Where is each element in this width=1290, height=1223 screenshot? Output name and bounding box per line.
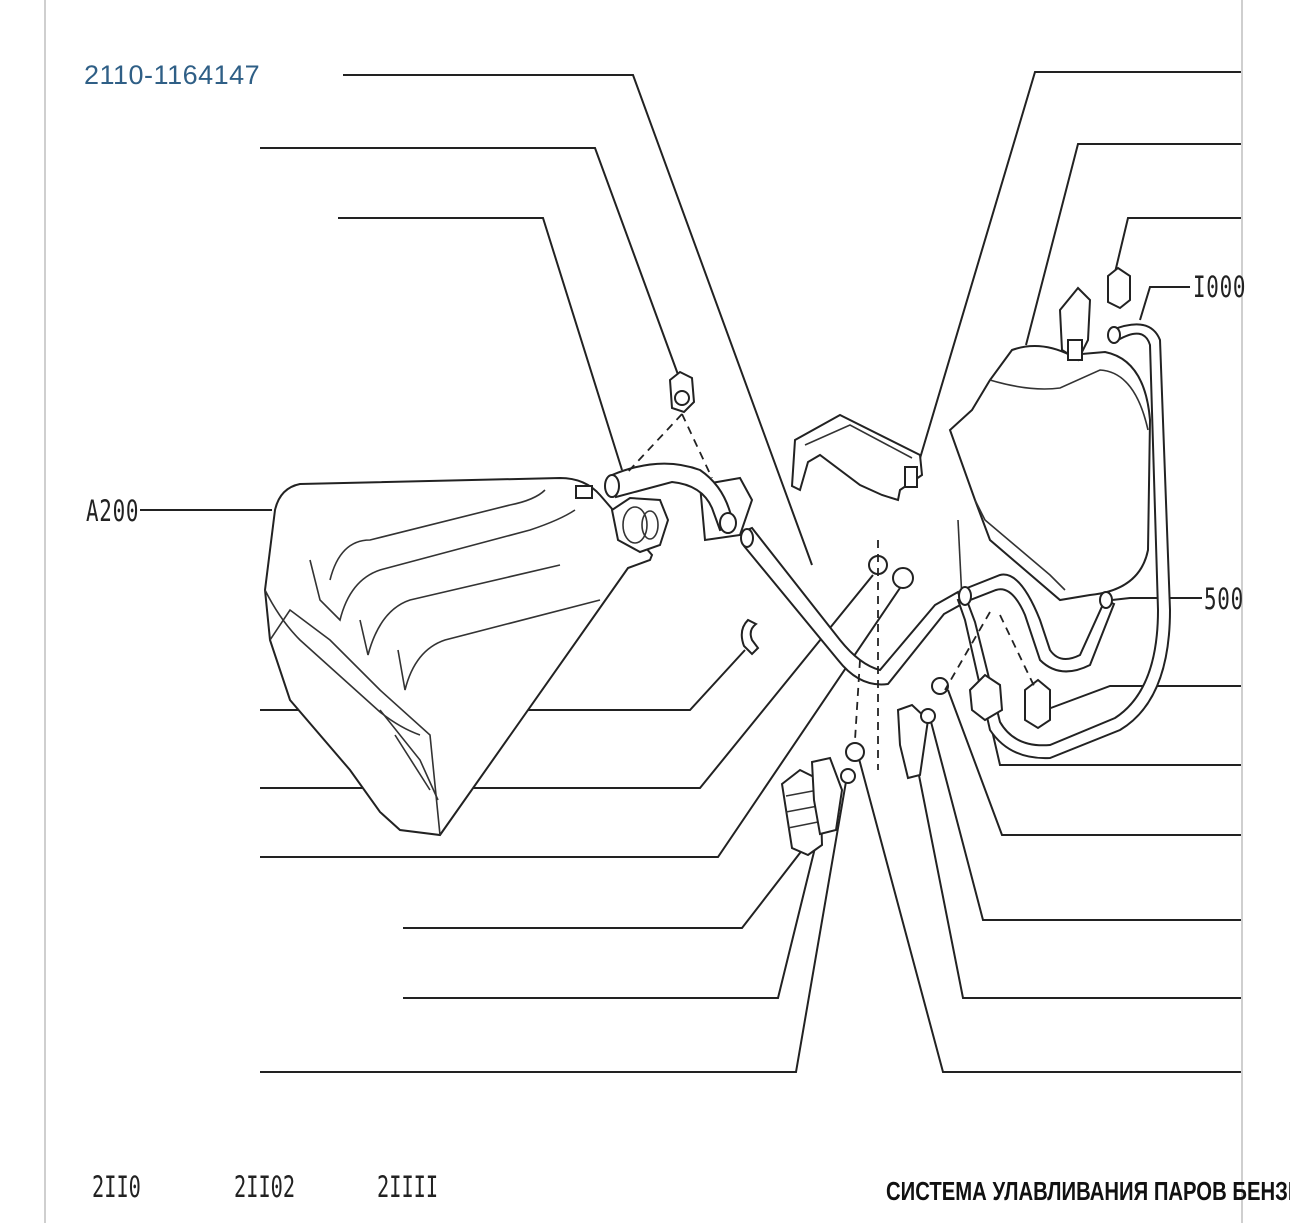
left-frame-border: [44, 0, 46, 1223]
leader-line: [260, 147, 681, 381]
leader-line: [1139, 286, 1190, 321]
vapor-pipe: [740, 526, 964, 686]
model-label: 2II0: [92, 1170, 141, 1204]
fasteners-middle: [840, 540, 914, 784]
check-valve: [944, 611, 1051, 730]
callout-500: 500: [1204, 582, 1244, 616]
leader-line: [1039, 685, 1241, 713]
diagram-caption: СИСТЕМА УЛАВЛИВАНИЯ ПАРОВ БЕНЗИНА: [886, 1176, 1290, 1206]
mounting-bracket: [790, 413, 924, 502]
callout-1000: I000: [1193, 270, 1247, 304]
leader-line: [338, 217, 623, 471]
short-hose: [958, 573, 1116, 673]
hose-clip: [740, 618, 760, 656]
right-frame-border: [1241, 0, 1243, 1223]
leader-line: [1111, 217, 1241, 286]
leader-line: [403, 794, 829, 999]
leader-lines-left: [260, 74, 903, 1073]
vapor-separator: [948, 266, 1152, 602]
leader-line: [947, 689, 1241, 836]
leader-line: [857, 754, 1241, 1073]
model-label: 2II02: [234, 1170, 296, 1204]
leader-line: [929, 717, 1241, 921]
tank-hose-upper: [604, 370, 737, 534]
callout-a200: A200: [86, 494, 140, 528]
part-number: 2110-1164147: [84, 60, 261, 90]
leader-line: [260, 769, 849, 1073]
leader-line: [260, 584, 903, 858]
model-label: 2IIII: [377, 1170, 439, 1204]
pipe-clamps-lower: [780, 677, 949, 857]
leader-line: [917, 71, 1241, 466]
leader-line: [343, 74, 813, 566]
leader-line: [1025, 143, 1241, 346]
leader-line: [1111, 597, 1202, 601]
leader-line: [911, 739, 1241, 999]
leader-line: [403, 839, 811, 929]
fuel-tank: [263, 476, 654, 837]
